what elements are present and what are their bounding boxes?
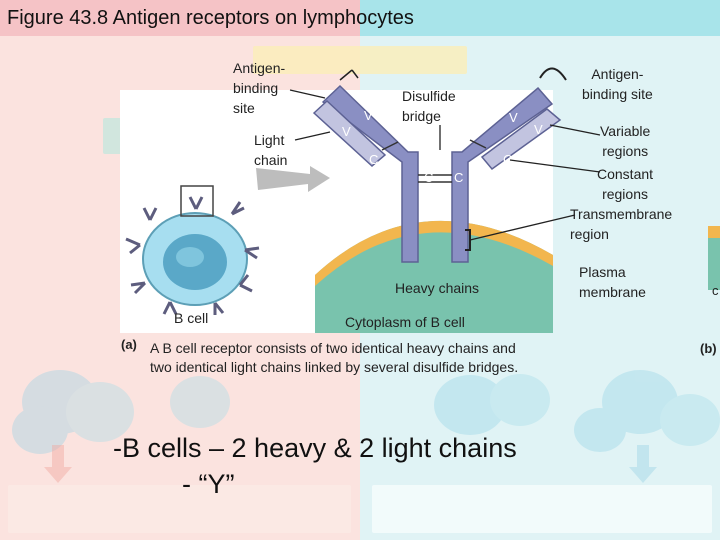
label-b-cell: B cell bbox=[174, 310, 209, 326]
leader-variable bbox=[549, 124, 601, 136]
letter-c-3: C bbox=[454, 170, 464, 185]
title-band-left bbox=[0, 0, 360, 36]
leader-transmembrane bbox=[469, 214, 576, 241]
title-band-right bbox=[360, 0, 720, 36]
leader-light-chain bbox=[294, 131, 331, 141]
label-light-chain: Light chain bbox=[254, 132, 288, 168]
light-chains bbox=[312, 99, 562, 171]
letter-v-4: V bbox=[534, 122, 543, 137]
plasma-membrane bbox=[315, 220, 553, 286]
label-transmembrane-region: Transmembrane region bbox=[570, 206, 673, 242]
letter-c-4: C bbox=[503, 152, 513, 167]
letter-v-1: V bbox=[364, 108, 373, 123]
zoom-arrow bbox=[256, 166, 330, 192]
bullet-line-2: - “Y” bbox=[182, 469, 235, 499]
label-cytoplasm: Cytoplasm of B cell bbox=[345, 314, 465, 330]
ghost-box-4 bbox=[372, 485, 712, 533]
letter-c-2: C bbox=[424, 170, 434, 185]
label-cropped-right: c bbox=[712, 283, 719, 298]
label-antigen-binding-site-right: Antigen- binding site bbox=[582, 66, 653, 102]
label-constant-regions: Constant regions bbox=[597, 166, 654, 202]
slide-title: Figure 43.8 Antigen receptors on lymphoc… bbox=[7, 7, 414, 29]
ghost-box-3 bbox=[8, 485, 351, 533]
b-cell-illustration bbox=[125, 185, 260, 315]
caption-tag-b: (b) bbox=[700, 341, 717, 356]
leader-constant bbox=[509, 159, 601, 173]
caption-tag-a: (a) bbox=[121, 337, 137, 352]
label-antigen-binding-site-left: Antigen- binding site bbox=[233, 60, 286, 116]
letter-v-3: V bbox=[509, 110, 518, 125]
heavy-chains bbox=[321, 84, 554, 263]
letter-c-1: C bbox=[369, 152, 379, 167]
ghost-box-1 bbox=[253, 46, 467, 74]
disulfide-bridges bbox=[381, 139, 487, 183]
cytoplasm-region bbox=[315, 220, 553, 333]
bullet-line-1: -B cells – 2 heavy & 2 light chains bbox=[113, 433, 517, 463]
label-heavy-chains: Heavy chains bbox=[395, 280, 480, 296]
letter-v-2: V bbox=[342, 124, 351, 139]
left-binding-bracket bbox=[339, 69, 359, 81]
label-variable-regions: Variable regions bbox=[600, 123, 651, 159]
label-disulfide-bridge: Disulfide bridge bbox=[402, 88, 456, 124]
label-plasma-membrane: Plasma membrane bbox=[579, 264, 646, 300]
right-binding-bracket bbox=[539, 67, 567, 81]
zoom-box bbox=[180, 185, 214, 217]
figure-caption: A B cell receptor consists of two identi… bbox=[150, 340, 519, 375]
leader-binding-left bbox=[289, 89, 326, 99]
